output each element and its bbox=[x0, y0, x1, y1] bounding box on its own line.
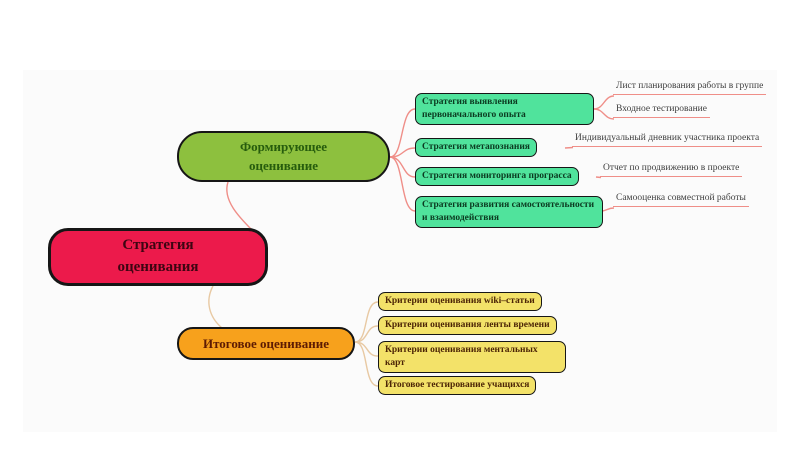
node-summative-label: Итоговое оценивание bbox=[202, 335, 330, 351]
node-summative-assessment[interactable]: Итоговое оценивание bbox=[177, 327, 355, 360]
node-final-test[interactable]: Итоговое тестирование учащихся bbox=[378, 376, 537, 395]
node-wiki-criteria[interactable]: Критерии оценивания wiki–статьи bbox=[378, 292, 542, 311]
node-mindmap-criteria[interactable]: Критерии оценивания ментальных карт bbox=[378, 341, 566, 373]
node-strategy-initial-experience[interactable]: Стратегия выявления первоначального опыт… bbox=[415, 93, 594, 125]
node-root[interactable]: Стратегия оценивания bbox=[48, 228, 268, 286]
node-strategy-metacognition[interactable]: Стратегия метапознания bbox=[415, 138, 537, 157]
leaf-entry-test[interactable]: Входное тестирование bbox=[613, 104, 710, 118]
node-strategy-progress-monitoring[interactable]: Стратегия мониторинга програсса bbox=[415, 167, 579, 186]
leaf-participant-diary[interactable]: Индивидуальный дневник участника проекта bbox=[572, 133, 763, 147]
node-formative-assessment[interactable]: Формирующее оценивание bbox=[177, 131, 390, 182]
leaf-progress-report[interactable]: Отчет по продвижению в проекте bbox=[600, 163, 743, 177]
leaf-self-assessment[interactable]: Самооценка совместной работы bbox=[613, 193, 749, 207]
leaf-group-work-plan[interactable]: Лист планирования работы в группе bbox=[613, 81, 767, 95]
node-root-label: Стратегия оценивания bbox=[117, 237, 199, 275]
node-timeline-criteria[interactable]: Критерии оценивания ленты времени bbox=[378, 316, 557, 335]
node-strategy-independence[interactable]: Стратегия развития самостоятельности и в… bbox=[415, 196, 603, 228]
node-formative-label: Формирующее оценивание bbox=[239, 139, 328, 173]
